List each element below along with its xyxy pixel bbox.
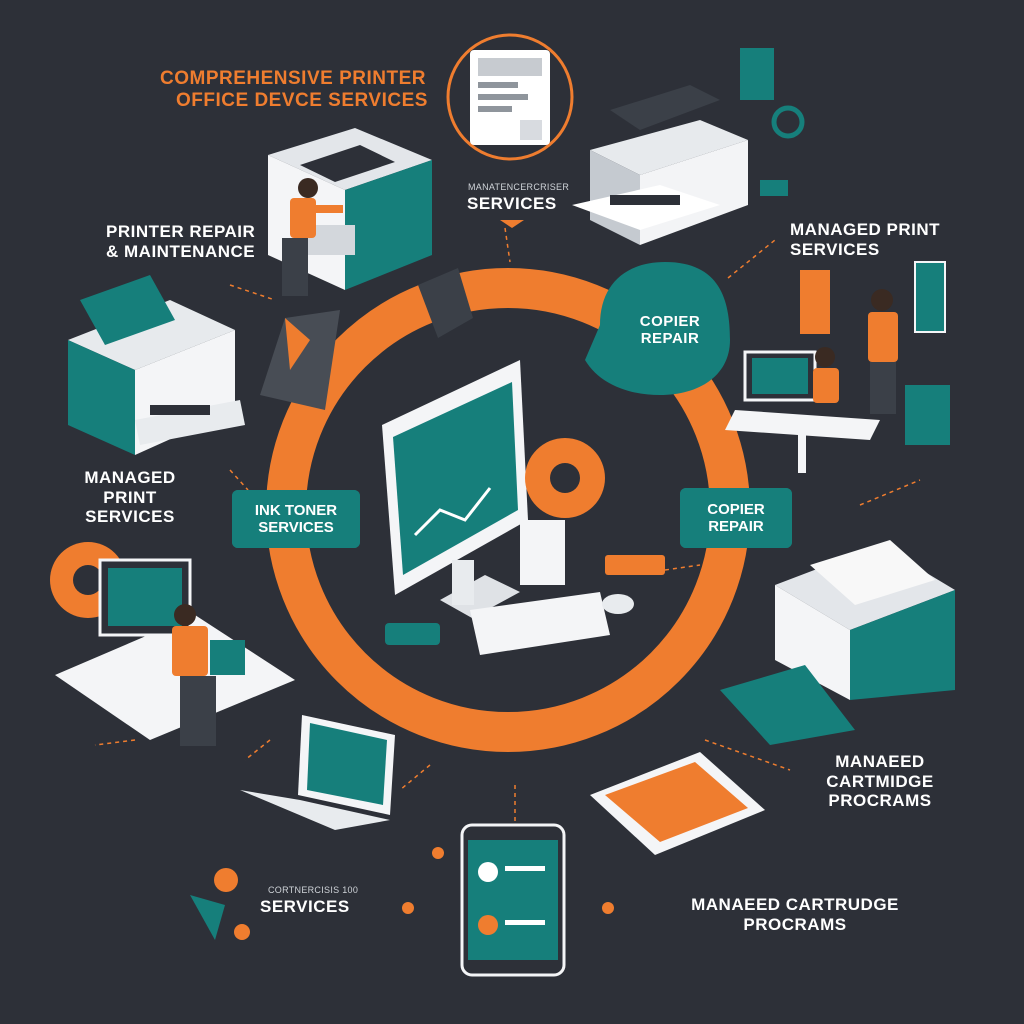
page-title: Comprehensive Printer Office Devce Servi… — [160, 68, 428, 112]
managed-print-left-line-1: Managed — [84, 468, 176, 487]
toner-cartridge-icon — [605, 555, 665, 575]
toner-cartridge-icon — [418, 268, 473, 338]
copier-pill-line-2: Repair — [708, 518, 764, 535]
gear-icon — [190, 868, 250, 940]
managed-cartridge-bottom-label: Manaeed Cartrudge Procrams — [690, 895, 900, 934]
copier-pill-line-1: Copier — [707, 500, 765, 518]
services-bottom-label: Services — [260, 897, 350, 916]
printer-icon — [572, 48, 805, 245]
managed-cartridge-right-label: Manaeed Cartmidge Procrams — [780, 752, 980, 811]
managed-print-right-line-2: Services — [790, 239, 880, 259]
services-top-caption: Manatencercriser — [468, 182, 570, 192]
arrow-down-icon — [500, 220, 524, 228]
services-bottom-caption: Cortnercisis 100 — [268, 885, 359, 895]
technician-icon — [50, 542, 295, 746]
geometric-shape — [285, 318, 310, 370]
copier-repair-pill: Copier Repair — [680, 488, 792, 548]
ink-toner-line-1: Ink Toner — [254, 501, 338, 519]
title-line-2: Office Devce Services — [176, 89, 428, 111]
technician-icon — [725, 261, 950, 473]
gear-icon — [525, 438, 605, 518]
copier-bubble — [585, 262, 730, 395]
connector-lines — [94, 227, 921, 825]
copier-bubble-line-2: Repair — [640, 330, 700, 348]
copier-bubble-label: Copier Repair — [620, 313, 720, 348]
geometric-shape — [260, 310, 340, 410]
clipboard-icon — [520, 520, 565, 585]
printer-repair-label: Printer Repair & Maintenance — [106, 222, 255, 261]
managed-print-left-line-2: Print Services — [85, 487, 175, 527]
title-line-1: Comprehensive Printer — [160, 68, 426, 89]
managed-cartridge-right-line-1: Manaeed — [835, 752, 925, 771]
managed-print-right-label: Managed Print Services — [790, 220, 940, 259]
printer-repair-line-2: & Maintenance — [106, 241, 256, 261]
managed-cartridge-right-line-2: Cartmidge Procrams — [826, 771, 934, 811]
technician-icon — [282, 178, 343, 296]
smartphone-icon — [402, 823, 614, 977]
printer-repair-line-1: Printer Repair — [106, 222, 256, 241]
printer-icon — [720, 540, 955, 745]
managed-print-right-line-1: Managed Print — [790, 220, 941, 239]
ink-toner-pill: Ink Toner Services — [232, 490, 360, 548]
printer-icon — [68, 275, 245, 455]
clipboard-icon — [590, 752, 765, 855]
managed-print-left-label: Managed Print Services — [60, 468, 200, 527]
managed-cartridge-bottom-line-1: Manaeed Cartrudge — [691, 895, 899, 914]
managed-cartridge-bottom-line-2: Procrams — [743, 914, 847, 934]
services-top-label: Services — [467, 194, 557, 213]
laptop-icon — [240, 715, 395, 830]
ink-toner-line-2: Services — [258, 519, 334, 536]
copier-icon — [446, 33, 574, 161]
computer-icon — [382, 360, 634, 655]
copier-bubble-line-1: Copier — [639, 313, 701, 330]
